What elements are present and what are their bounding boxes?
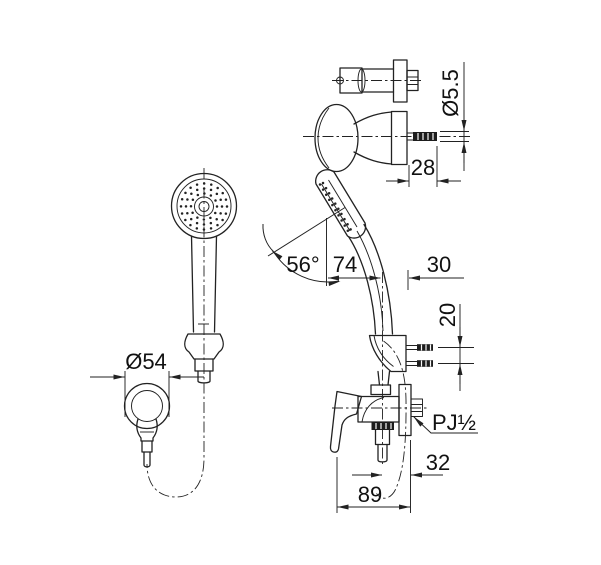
- hose-side: [376, 340, 407, 499]
- dim-bracket-screw-diameter: Ø5.5: [438, 62, 469, 171]
- dim-valve-depth: 89: [336, 457, 410, 513]
- dim-outlet-to-wall: 32: [352, 440, 450, 513]
- dim-spray-angle-label: 56°: [286, 252, 319, 277]
- dim-head-to-center-label: 74: [333, 252, 357, 277]
- wall-flange: [398, 383, 412, 437]
- bracket-screw: [407, 132, 437, 141]
- dim-head-diameter-label: Ø54: [125, 349, 167, 374]
- shower-holder-bracket: [368, 334, 407, 396]
- dim-bracket-screw-length-label: 28: [411, 155, 435, 180]
- dim-screw-spacing: 20: [435, 303, 474, 391]
- wall-bracket-side-top: [332, 59, 424, 103]
- dim-center-to-wall-label: 30: [427, 252, 451, 277]
- shower-valve-side: [329, 383, 423, 463]
- valve-lever: [329, 390, 363, 453]
- shower-handle-front: [184, 235, 224, 384]
- dim-spray-angle: 56°: [262, 207, 346, 286]
- dim-head-to-center: 74: [328, 252, 381, 281]
- shower-valve-front: [123, 382, 171, 468]
- hose-front: [146, 168, 205, 498]
- dim-valve-depth-label: 89: [358, 482, 382, 507]
- dim-thread-type: PJ½: [413, 410, 478, 435]
- outlet-spout: [371, 422, 394, 463]
- wall-bracket-knob: [303, 103, 472, 173]
- side-view: Ø5.5 28: [262, 59, 478, 513]
- dim-bracket-screw-diameter-label: Ø5.5: [438, 69, 463, 117]
- hand-shower-head-front: [170, 172, 238, 240]
- mounting-screws: [406, 344, 433, 367]
- dim-thread-type-label: PJ½: [432, 410, 476, 435]
- dim-bracket-screw-length: 28: [386, 146, 461, 187]
- dim-center-to-wall: 30: [407, 252, 464, 290]
- dim-outlet-to-wall-label: 32: [426, 450, 450, 475]
- hand-shower-side: [315, 169, 394, 335]
- dim-head-diameter: Ø54: [90, 349, 204, 417]
- dim-screw-spacing-label: 20: [435, 303, 460, 327]
- front-view: Ø54: [90, 168, 238, 498]
